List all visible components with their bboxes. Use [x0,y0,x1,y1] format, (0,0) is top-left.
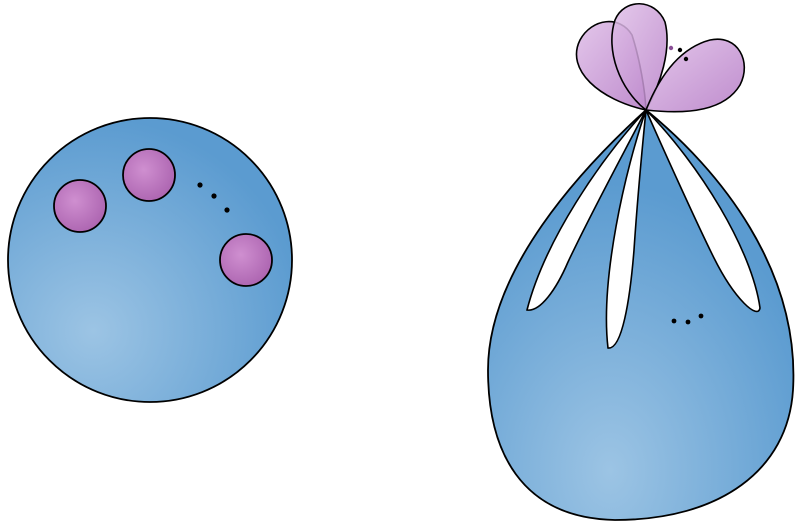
left-hole-2 [123,149,175,201]
ellipsis-dot [684,57,688,61]
ellipsis-dot [672,319,677,324]
ellipsis-dot [197,182,202,187]
ellipsis-dot [678,48,682,52]
ellipsis-dot [686,320,691,325]
ellipsis-dot [211,193,216,198]
flower-group [576,4,744,112]
right-teardrop-group [488,110,793,520]
ellipsis-dot [699,314,704,319]
left-hole-3 [220,234,272,286]
left-disk-group [8,118,292,402]
ellipsis-dot [669,46,673,50]
ellipsis-dot [224,207,229,212]
left-hole-1 [54,180,106,232]
